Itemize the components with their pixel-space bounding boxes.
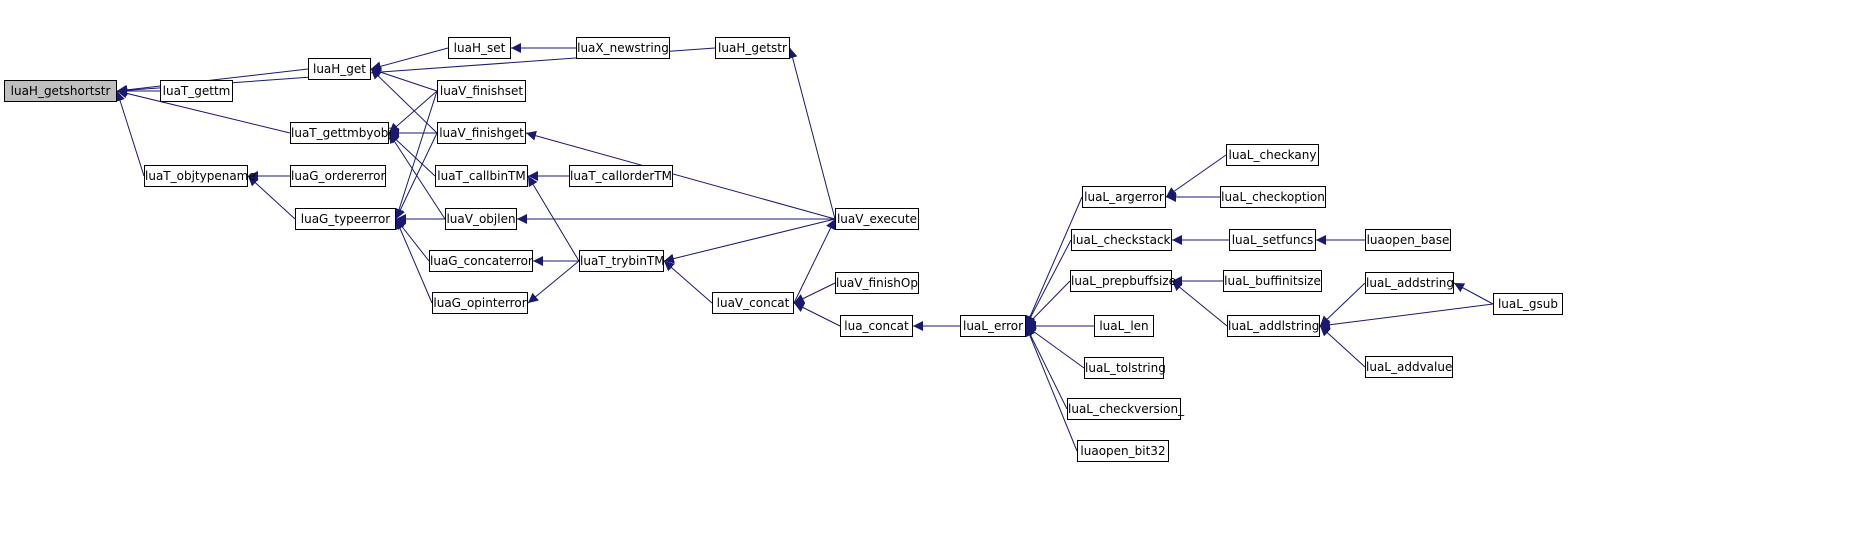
edge-execute-to-trybinTM — [663, 218, 836, 264]
edge-addvalue-to-addlstring — [1319, 325, 1366, 368]
node-luat-gettm[interactable]: luaT_gettm — [160, 80, 233, 102]
node-luag-typeerror[interactable]: luaG_typeerror — [295, 208, 396, 230]
node-lual-gsub[interactable]: luaL_gsub — [1493, 293, 1563, 315]
edge-finishOp-to-vconcat — [793, 282, 836, 304]
node-lual-tolstring[interactable]: luaL_tolstring — [1084, 357, 1166, 379]
edge-finishset-to-gettmbyobj — [388, 90, 438, 134]
node-lual-checkversion-[interactable]: luaL_checkversion_ — [1067, 398, 1184, 420]
node-luag-concaterror[interactable]: luaG_concaterror — [429, 250, 533, 272]
node-luag-opinterror[interactable]: luaG_opinterror — [432, 292, 528, 314]
node-luah-get[interactable]: luaH_get — [308, 58, 371, 80]
node-luah-set[interactable]: luaH_set — [448, 37, 511, 59]
node-luat-callordertm[interactable]: luaT_callorderTM — [569, 165, 673, 187]
node-luav-concat[interactable]: luaV_concat — [712, 292, 794, 314]
node-lual-addlstring[interactable]: luaL_addlstring — [1227, 315, 1320, 337]
node-luav-finishset[interactable]: luaV_finishset — [437, 80, 526, 102]
edge-execute-to-getstr — [787, 47, 836, 220]
node-luaopen-bit32[interactable]: luaopen_bit32 — [1077, 440, 1169, 462]
edge-vconcat-to-trybinTM — [663, 260, 713, 304]
node-lua-concat[interactable]: lua_concat — [840, 315, 913, 337]
node-luav-execute[interactable]: luaV_execute — [835, 208, 919, 230]
node-lual-checkany[interactable]: luaL_checkany — [1226, 144, 1319, 166]
edge-finishset-to-typeerror — [394, 90, 438, 220]
node-lual-prepbuffsize[interactable]: luaL_prepbuffsize — [1070, 270, 1176, 292]
node-lual-argerror[interactable]: luaL_argerror — [1082, 186, 1166, 208]
node-lual-addvalue[interactable]: luaL_addvalue — [1365, 356, 1453, 378]
node-lual-error[interactable]: luaL_error — [960, 315, 1026, 337]
node-luax-newstring[interactable]: luaX_newstring — [576, 37, 670, 59]
edge-addstring-to-addlstring — [1319, 282, 1366, 327]
edge-trybinTM-to-opinterror — [527, 260, 580, 304]
node-luah-getshortstr: luaH_getshortstr — [4, 80, 117, 102]
edge-checkversion-to-lerror — [1025, 325, 1068, 410]
node-luag-ordererror[interactable]: luaG_ordererror — [290, 165, 386, 187]
node-lual-addstring[interactable]: luaL_addstring — [1365, 272, 1454, 294]
edge-finishget-to-typeerror — [395, 132, 438, 220]
node-lual-checkoption[interactable]: luaL_checkoption — [1220, 186, 1326, 208]
node-lual-buffinitsize[interactable]: luaL_buffinitsize — [1223, 270, 1322, 292]
node-luat-objtypename[interactable]: luaT_objtypename — [144, 165, 256, 187]
node-luav-objlen[interactable]: luaV_objlen — [445, 208, 517, 230]
edge-luaconcat-to-vconcat — [793, 302, 841, 327]
edge-prepbuffsize-to-lerror — [1025, 280, 1071, 327]
node-luat-trybintm[interactable]: luaT_trybinTM — [579, 250, 665, 272]
edge-finishget-to-hget — [370, 68, 438, 134]
edge-objtypename-to-getshortstr — [115, 90, 145, 177]
node-lual-checkstack[interactable]: luaL_checkstack — [1071, 229, 1172, 251]
edge-execute-to-finishget — [525, 130, 836, 220]
edge-hset-to-hget — [370, 47, 449, 72]
edge-tolstring-to-lerror — [1025, 325, 1085, 369]
edge-gsub-to-addlstring — [1319, 303, 1494, 330]
node-luav-finishop[interactable]: luaV_finishOp — [835, 272, 919, 294]
edge-checkany-to-argerror — [1165, 154, 1227, 198]
edge-vconcat-to-execute — [793, 218, 836, 304]
edge-opinterror-to-typeerror — [395, 218, 433, 304]
edge-openbit32-to-lerror — [1025, 325, 1078, 452]
node-luaopen-base[interactable]: luaopen_base — [1365, 229, 1451, 251]
node-luav-finishget[interactable]: luaV_finishget — [437, 122, 526, 144]
node-luat-gettmbyobj[interactable]: luaT_gettmbyobj — [290, 122, 392, 144]
node-lual-len[interactable]: luaL_len — [1094, 315, 1154, 337]
edge-checkstack-to-lerror — [1025, 239, 1072, 327]
edge-addlstring-to-prepbuffsize — [1171, 280, 1228, 327]
edge-argerror-to-lerror — [1025, 196, 1083, 327]
node-luat-callbintm[interactable]: luaT_callbinTM — [435, 165, 528, 187]
edge-gettmbyobj-to-getshortstr — [116, 88, 291, 134]
node-lual-setfuncs[interactable]: luaL_setfuncs — [1229, 229, 1316, 251]
edge-typeerror-to-objtypename — [247, 175, 296, 220]
node-luah-getstr[interactable]: luaH_getstr — [715, 37, 790, 59]
edge-gsub-to-addstring — [1453, 282, 1494, 305]
edge-concaterror-to-typeerror — [395, 218, 430, 262]
edge-finishset-to-hget — [370, 67, 438, 92]
